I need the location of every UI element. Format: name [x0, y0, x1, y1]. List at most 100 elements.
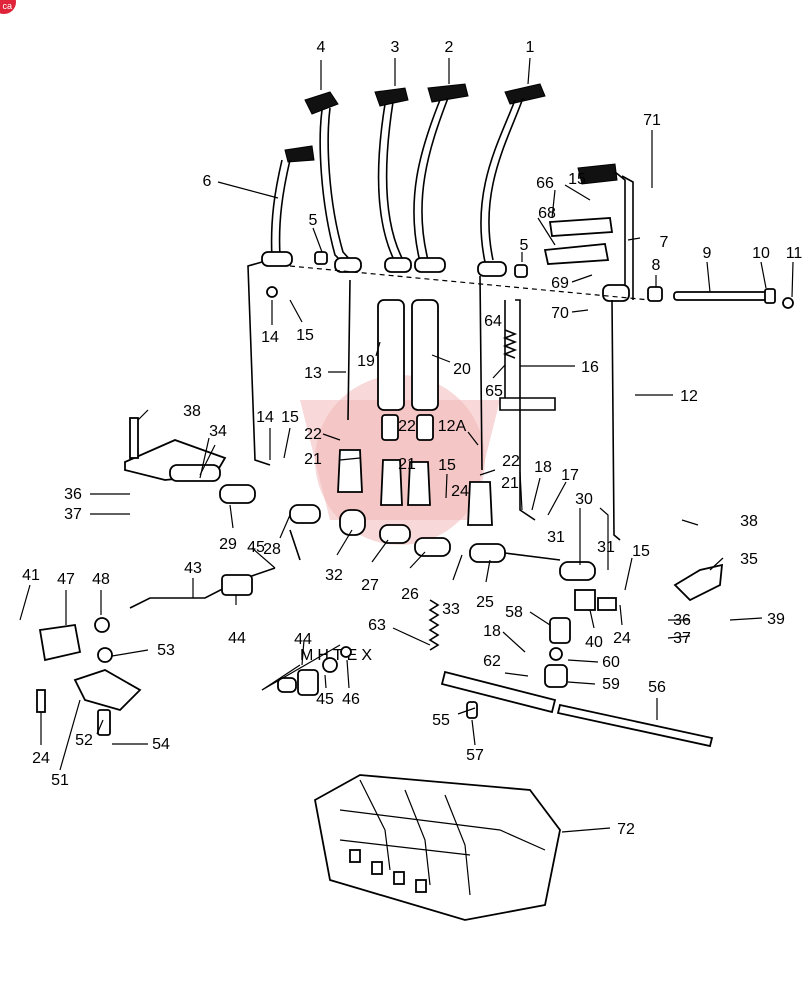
lever-4 — [304, 91, 353, 266]
label-2: 2 — [445, 39, 454, 56]
label-37-left: 37 — [64, 506, 82, 523]
label-53: 53 — [157, 642, 175, 659]
label-38-right: 38 — [740, 513, 758, 530]
rod-56 — [440, 664, 714, 748]
label-68: 68 — [538, 205, 556, 222]
corner-badge-text: ca — [2, 1, 12, 11]
label-31-right: 31 — [597, 539, 615, 556]
label-11: 11 — [786, 245, 803, 262]
label-18-bottom: 18 — [483, 623, 501, 640]
label-1: 1 — [526, 39, 535, 56]
label-54: 54 — [152, 736, 170, 753]
clevises — [337, 449, 493, 526]
label-65: 65 — [485, 383, 503, 400]
clevis-47 — [38, 617, 110, 662]
label-36-left: 36 — [64, 486, 82, 503]
label-19: 19 — [357, 353, 375, 370]
label-22-right: 22 — [502, 453, 520, 470]
label-60: 60 — [602, 654, 620, 671]
spring-63 — [428, 599, 440, 651]
label-58: 58 — [505, 604, 523, 621]
label-14-top: 14 — [261, 329, 279, 346]
bracket-34 — [124, 417, 227, 482]
label-45-top: 45 — [247, 539, 265, 556]
pivot-axis — [289, 265, 651, 301]
lever-2 — [413, 83, 469, 263]
label-26: 26 — [401, 586, 419, 603]
label-15-right: 15 — [632, 543, 650, 560]
turnbuckle-parts — [277, 646, 352, 696]
label-5-right: 5 — [520, 237, 529, 254]
label-52: 52 — [75, 732, 93, 749]
label-15-center: 15 — [438, 457, 456, 474]
label-22-mid: 22 — [398, 418, 416, 435]
label-69: 69 — [551, 275, 569, 292]
cylinders — [377, 299, 439, 441]
label-56: 56 — [648, 679, 666, 696]
label-55: 55 — [432, 712, 450, 729]
label-17: 17 — [561, 467, 579, 484]
label-24-right: 24 — [613, 630, 631, 647]
control-valve-72 — [313, 774, 561, 921]
label-21-left: 21 — [304, 451, 322, 468]
label-13: 13 — [304, 365, 322, 382]
label-72: 72 — [617, 821, 635, 838]
label-51: 51 — [51, 772, 69, 789]
label-39: 39 — [767, 611, 785, 628]
label-21-mid: 21 — [398, 456, 416, 473]
label-9: 9 — [703, 245, 712, 262]
label-20: 20 — [453, 361, 471, 378]
lever-3 — [374, 87, 409, 263]
label-43: 43 — [184, 560, 202, 577]
label-59: 59 — [602, 676, 620, 693]
label-34: 34 — [209, 423, 227, 440]
spring-65 — [502, 329, 518, 359]
label-12: 12 — [680, 388, 698, 405]
label-63: 63 — [368, 617, 386, 634]
label-14-mid: 14 — [256, 409, 274, 426]
label-5-left: 5 — [309, 212, 318, 229]
label-27: 27 — [361, 577, 379, 594]
bellcrank-51 — [36, 647, 142, 736]
label-57: 57 — [466, 747, 484, 764]
label-28: 28 — [263, 541, 281, 558]
label-21-right: 21 — [501, 475, 519, 492]
label-44-bottom: 44 — [294, 631, 312, 648]
label-46: 46 — [342, 691, 360, 708]
label-15-left: 15 — [281, 409, 299, 426]
cross-shaft-parts — [219, 484, 596, 581]
label-30: 30 — [575, 491, 593, 508]
rods — [247, 261, 621, 541]
corner-badge: ca — [0, 0, 16, 14]
rod-43 — [129, 567, 276, 609]
label-25: 25 — [476, 594, 494, 611]
label-24-left: 24 — [32, 750, 50, 767]
label-4: 4 — [317, 39, 326, 56]
label-44-left: 44 — [228, 630, 246, 647]
label-10: 10 — [752, 245, 770, 262]
label-36-right: 36 — [673, 612, 691, 629]
label-8: 8 — [652, 257, 661, 274]
label-33: 33 — [442, 601, 460, 618]
label-3: 3 — [391, 39, 400, 56]
label-16: 16 — [581, 359, 599, 376]
label-47: 47 — [57, 571, 75, 588]
watermark-text: МНТЕХ — [300, 647, 376, 664]
label-22-left: 22 — [304, 426, 322, 443]
lever-6 — [270, 145, 315, 259]
label-35: 35 — [740, 551, 758, 568]
callout-labels: 4 3 2 1 71 6 66 15 68 7 5 5 9 10 11 8 69… — [22, 39, 802, 838]
label-38-left: 38 — [183, 403, 201, 420]
label-64: 64 — [484, 313, 502, 330]
plate-66-68 — [543, 217, 614, 265]
lever-1 — [480, 83, 546, 263]
label-15-top: 15 — [568, 171, 586, 188]
bracket-35 — [673, 563, 724, 602]
label-37-right: 37 — [673, 630, 691, 647]
label-6: 6 — [203, 173, 212, 190]
label-66: 66 — [536, 175, 554, 192]
label-62: 62 — [483, 653, 501, 670]
brackets-40-58 — [549, 589, 617, 661]
label-15-mid: 15 — [296, 327, 314, 344]
